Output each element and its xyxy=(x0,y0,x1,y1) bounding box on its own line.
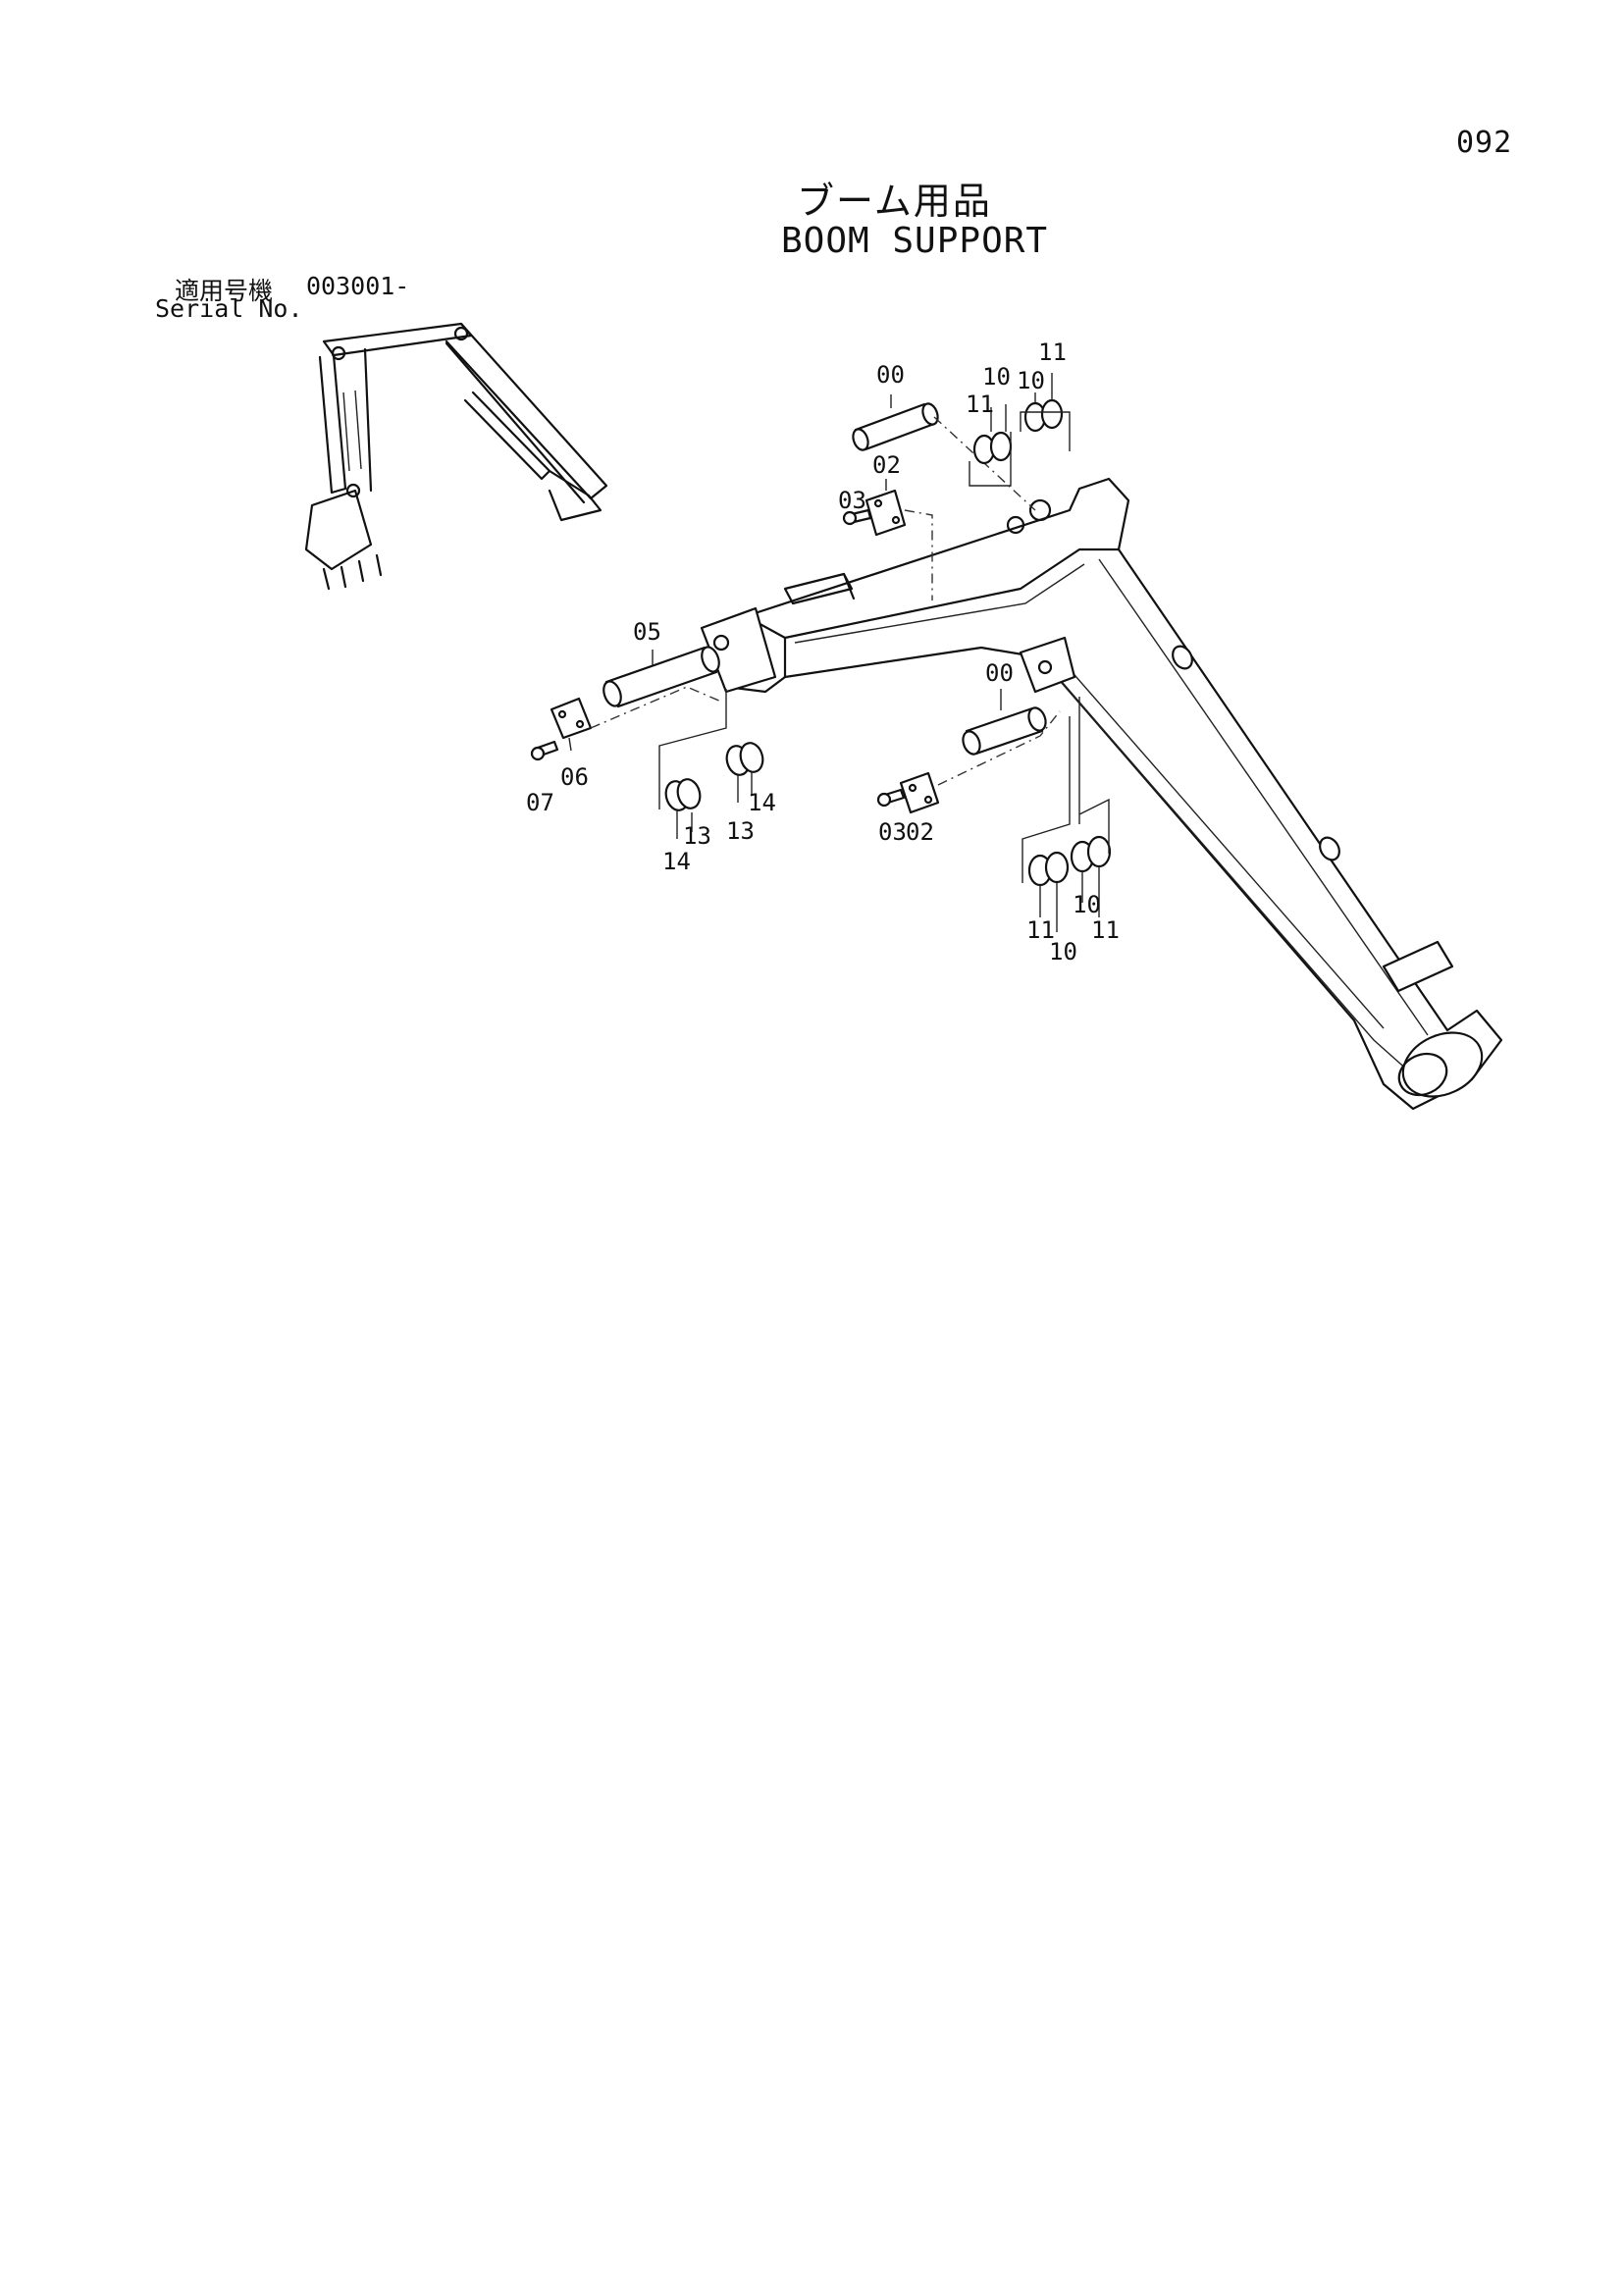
callout-washer-11b: 11 xyxy=(1091,916,1120,944)
excavator-attachment-thumbnail xyxy=(304,322,608,591)
callout-washer-10b: 10 xyxy=(1073,891,1101,918)
middle-pin-group xyxy=(876,689,1112,932)
callout-top-washer-11b: 11 xyxy=(1038,339,1067,366)
page-title-english: BOOM SUPPORT xyxy=(781,221,1049,261)
callout-washer-11a: 11 xyxy=(1026,916,1055,944)
boom-assembly xyxy=(700,477,1503,1111)
callout-plate-top: 02 xyxy=(872,451,901,479)
callout-bolt-middle: 03 xyxy=(878,818,907,846)
callout-bolt-top: 03 xyxy=(838,487,866,514)
callout-plate-middle: 02 xyxy=(906,818,934,846)
callout-top-washer-10a: 10 xyxy=(982,363,1011,391)
callout-washer-13a: 13 xyxy=(683,822,711,850)
callout-washer-14b: 14 xyxy=(748,789,776,816)
top-pin-group xyxy=(842,373,1071,600)
page-title-japanese: ブーム用品 xyxy=(797,180,992,223)
left-pin-group xyxy=(530,646,764,839)
page-number: 092 xyxy=(1456,126,1513,160)
callout-washer-14a: 14 xyxy=(662,848,691,875)
callout-bolt-left: 07 xyxy=(526,789,554,816)
serial-number-range: 003001- xyxy=(306,272,410,300)
callout-labels: 00 11 10 10 11 02 03 05 06 07 14 13 13 1… xyxy=(526,339,1120,965)
serial-label-japanese: 適用号機 xyxy=(175,277,274,305)
callout-washer-10a: 10 xyxy=(1049,938,1077,965)
callout-washer-13b: 13 xyxy=(726,817,755,845)
serial-label-english: Serial No. xyxy=(155,294,303,323)
callout-pin-left: 05 xyxy=(633,618,661,646)
callout-top-washer-10b: 10 xyxy=(1017,367,1045,394)
callout-top-pin: 00 xyxy=(876,361,905,389)
callout-plate-left: 06 xyxy=(560,763,589,791)
callout-pin-middle: 00 xyxy=(985,659,1014,687)
callout-top-washer-11a: 11 xyxy=(966,391,994,418)
